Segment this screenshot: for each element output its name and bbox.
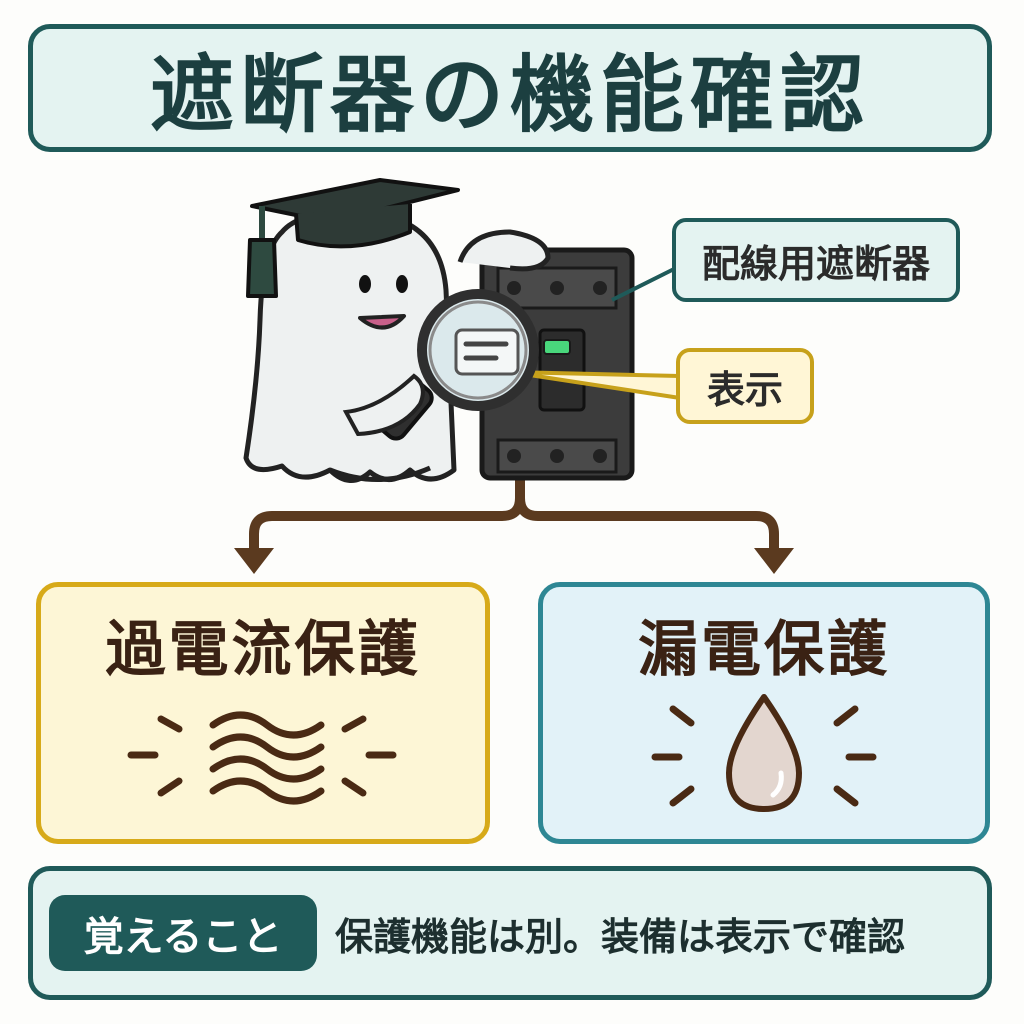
overcurrent-card: 過電流保護: [36, 582, 490, 844]
breaker-label: 配線用遮断器: [672, 218, 960, 302]
graduation-cap-icon: [246, 178, 460, 298]
display-label: 表示: [676, 348, 814, 424]
leakage-title: 漏電保護: [638, 615, 890, 685]
water-drop-icon: [651, 694, 877, 812]
page-title: 遮断器の機能確認: [149, 45, 870, 144]
leakage-card: 漏電保護: [538, 582, 990, 844]
right-arrowhead-icon: [754, 548, 794, 574]
overcurrent-title: 過電流保護: [105, 615, 421, 685]
memo-text: 保護機能は別。装備は表示で確認: [335, 914, 906, 959]
indicator-lamp: [543, 339, 571, 355]
memo-banner: 覚えること 保護機能は別。装備は表示で確認: [28, 866, 992, 1000]
branch-arrows: [249, 463, 779, 561]
wavy-lines-icon: [127, 711, 397, 805]
right-arrow: [515, 493, 779, 561]
title-banner: 遮断器の機能確認: [28, 24, 992, 152]
memo-badge: 覚えること: [49, 895, 317, 971]
magnifying-glass-icon: [342, 289, 539, 441]
left-arrowhead-icon: [234, 548, 274, 574]
breaker-label-pointer: [611, 266, 677, 302]
